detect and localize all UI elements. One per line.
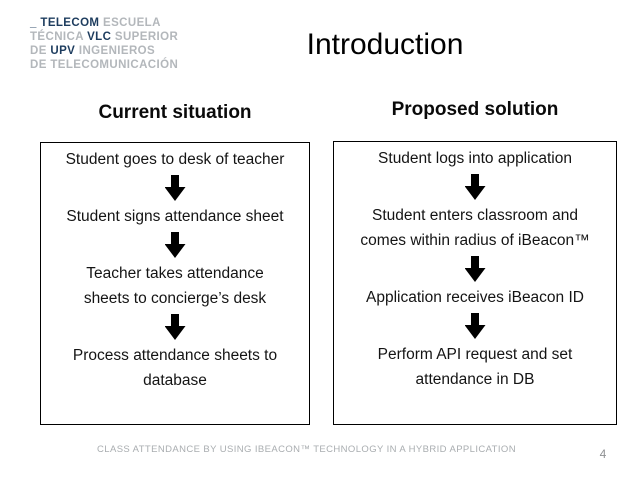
flow-step-text: Student enters classroom and xyxy=(372,207,578,224)
logo-line: DE UPV INGENIEROS xyxy=(30,44,178,58)
logo-line: TÉCNICA VLC SUPERIOR xyxy=(30,30,178,44)
flow-step-text: Student goes to desk of teacher xyxy=(65,151,285,168)
flow-box-proposed-solution: Student logs into application Student en… xyxy=(333,141,617,425)
flow-step-text: Application receives iBeacon ID xyxy=(366,289,584,306)
logo-text-dark: _ TELECOM xyxy=(30,17,100,29)
university-logo: _ TELECOM ESCUELA TÉCNICA VLC SUPERIOR D… xyxy=(30,16,178,72)
column-header-current-situation: Current situation xyxy=(98,102,252,123)
logo-text-light: DE xyxy=(30,45,47,57)
logo-text-light: SUPERIOR xyxy=(114,31,179,43)
flow-box-current-situation: Student goes to desk of teacher Student … xyxy=(40,142,310,425)
down-arrow-icon xyxy=(164,232,186,258)
down-arrow-icon xyxy=(464,256,486,282)
flow-step-text: attendance in DB xyxy=(415,371,535,388)
logo-text-light: TÉCNICA xyxy=(30,31,84,43)
flow-step-text: Perform API request and set xyxy=(377,346,573,363)
down-arrow-icon xyxy=(464,313,486,339)
flow-step-text: sheets to concierge’s desk xyxy=(83,290,267,307)
slide-title: Introduction xyxy=(306,28,464,61)
flow-step: Process attendance sheets to database xyxy=(41,343,309,393)
logo-text-dark: UPV xyxy=(50,45,76,57)
flow-step: Perform API request and set attendance i… xyxy=(334,342,616,392)
logo-text-light: INGENIEROS xyxy=(78,45,156,57)
slide-footer: CLASS ATTENDANCE BY USING IBEACON™ TECHN… xyxy=(97,444,516,455)
logo-text-dark: VLC xyxy=(87,31,112,43)
flow-step-text: Student signs attendance sheet xyxy=(66,208,284,225)
flow-step-text: Student logs into application xyxy=(378,150,572,167)
flow-step: Student logs into application xyxy=(334,146,616,171)
logo-text-light: DE TELECOMUNICACIÓN xyxy=(30,59,179,71)
logo-text-light: ESCUELA xyxy=(103,17,161,29)
flow-step: Student enters classroom and comes withi… xyxy=(334,203,616,253)
flow-step-text: Teacher takes attendance xyxy=(86,265,264,282)
flow-step-text: Process attendance sheets to xyxy=(72,347,278,364)
flow-step: Student goes to desk of teacher xyxy=(41,147,309,172)
flow-step: Application receives iBeacon ID xyxy=(334,285,616,310)
flow-step: Student signs attendance sheet xyxy=(41,204,309,229)
logo-line: _ TELECOM ESCUELA xyxy=(30,16,178,30)
logo-line: DE TELECOMUNICACIÓN xyxy=(30,58,178,72)
down-arrow-icon xyxy=(164,314,186,340)
flow-step-text: database xyxy=(143,372,207,389)
down-arrow-icon xyxy=(464,174,486,200)
column-header-proposed-solution: Proposed solution xyxy=(391,99,559,120)
down-arrow-icon xyxy=(164,175,186,201)
flow-step-text: comes within radius of iBeacon™ xyxy=(360,232,590,249)
page-number: 4 xyxy=(599,447,607,461)
flow-step: Teacher takes attendance sheets to conci… xyxy=(41,261,309,311)
